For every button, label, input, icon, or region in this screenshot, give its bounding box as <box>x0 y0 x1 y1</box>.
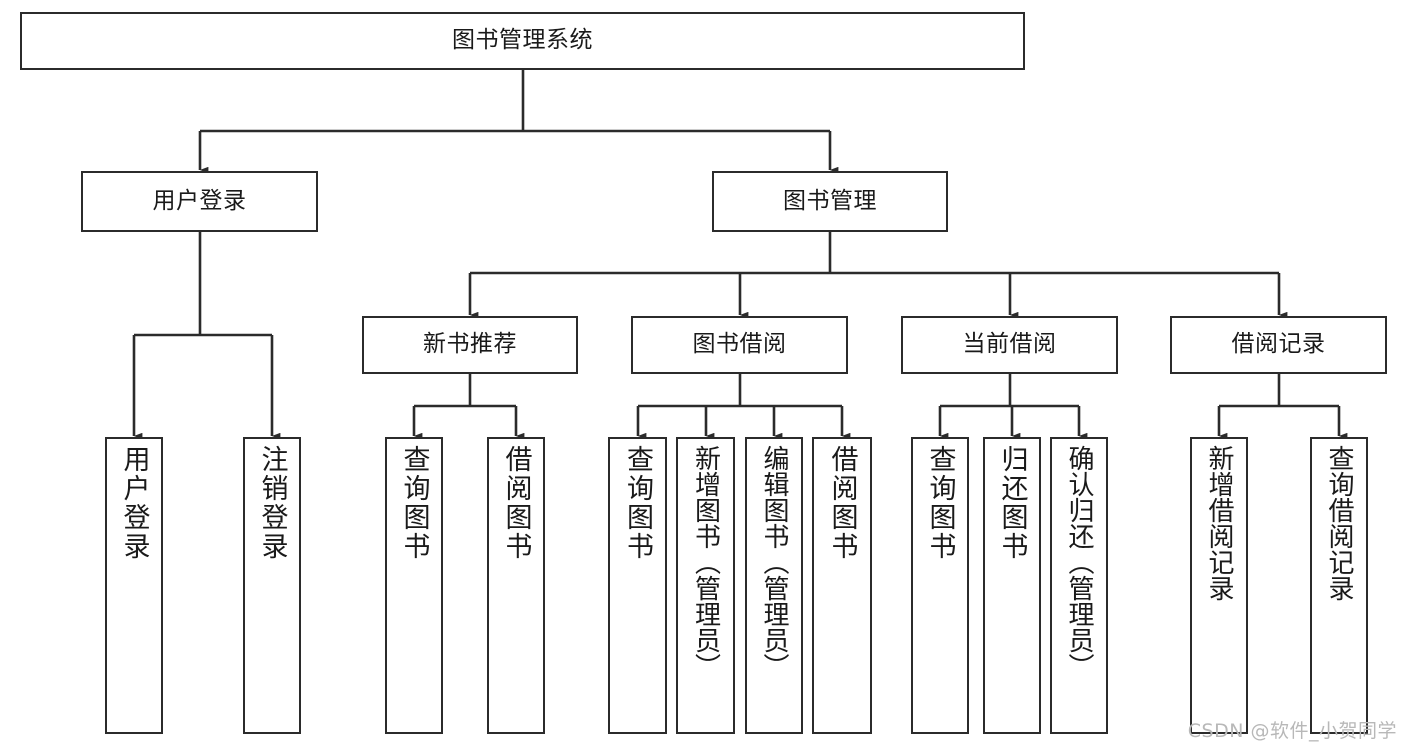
node-label-current-borrow: 当前借阅 <box>962 331 1057 358</box>
node-label-user-login: 用户登录 <box>152 187 247 214</box>
node-label-root: 图书管理系统 <box>452 27 593 54</box>
node-user-login[interactable]: 用户登录 <box>81 171 318 232</box>
node-new-book-rec[interactable]: 新书推荐 <box>362 316 578 374</box>
node-leaf-rcd-add[interactable]: 新增借阅记录 <box>1190 437 1248 734</box>
node-borrow-record[interactable]: 借阅记录 <box>1170 316 1387 374</box>
node-label-book-borrow: 图书借阅 <box>692 331 787 358</box>
node-label-leaf-rcd-add: 新增借阅记录 <box>1204 445 1234 601</box>
node-label-leaf-cur-confirm: 确认归还（管理员） <box>1064 445 1094 679</box>
node-leaf-cur-confirm[interactable]: 确认归还（管理员） <box>1050 437 1108 734</box>
node-leaf-brw-query[interactable]: 查询图书 <box>608 437 667 734</box>
node-leaf-rec-borrow[interactable]: 借阅图书 <box>487 437 545 734</box>
node-label-leaf-cur-return: 归还图书 <box>996 445 1028 561</box>
node-leaf-brw-edit[interactable]: 编辑图书（管理员） <box>745 437 803 734</box>
node-leaf-rcd-query[interactable]: 查询借阅记录 <box>1310 437 1368 734</box>
node-leaf-user-login[interactable]: 用户登录 <box>105 437 163 734</box>
node-book-manage[interactable]: 图书管理 <box>712 171 948 232</box>
node-current-borrow[interactable]: 当前借阅 <box>901 316 1118 374</box>
node-label-leaf-rec-borrow: 借阅图书 <box>500 445 532 561</box>
node-label-leaf-cur-query: 查询图书 <box>924 445 956 561</box>
node-label-leaf-user-logout: 注销登录 <box>256 445 288 561</box>
node-label-leaf-user-login: 用户登录 <box>118 445 150 561</box>
node-leaf-user-logout[interactable]: 注销登录 <box>243 437 301 734</box>
node-label-leaf-brw-edit: 编辑图书（管理员） <box>759 445 789 679</box>
node-book-borrow[interactable]: 图书借阅 <box>631 316 848 374</box>
node-label-book-manage: 图书管理 <box>783 187 877 214</box>
node-label-leaf-brw-add: 新增图书（管理员） <box>690 445 721 679</box>
node-label-leaf-brw-lend: 借阅图书 <box>826 445 858 561</box>
node-leaf-rec-query[interactable]: 查询图书 <box>385 437 443 734</box>
node-label-leaf-rcd-query: 查询借阅记录 <box>1324 445 1354 601</box>
node-leaf-cur-query[interactable]: 查询图书 <box>911 437 969 734</box>
node-leaf-cur-return[interactable]: 归还图书 <box>983 437 1041 734</box>
node-leaf-brw-lend[interactable]: 借阅图书 <box>812 437 872 734</box>
node-root[interactable]: 图书管理系统 <box>20 12 1025 70</box>
node-label-leaf-brw-query: 查询图书 <box>622 445 653 561</box>
node-label-new-book-rec: 新书推荐 <box>423 331 517 358</box>
node-label-leaf-rec-query: 查询图书 <box>398 445 430 561</box>
node-label-borrow-record: 借阅记录 <box>1231 331 1326 358</box>
node-leaf-brw-add[interactable]: 新增图书（管理员） <box>676 437 735 734</box>
